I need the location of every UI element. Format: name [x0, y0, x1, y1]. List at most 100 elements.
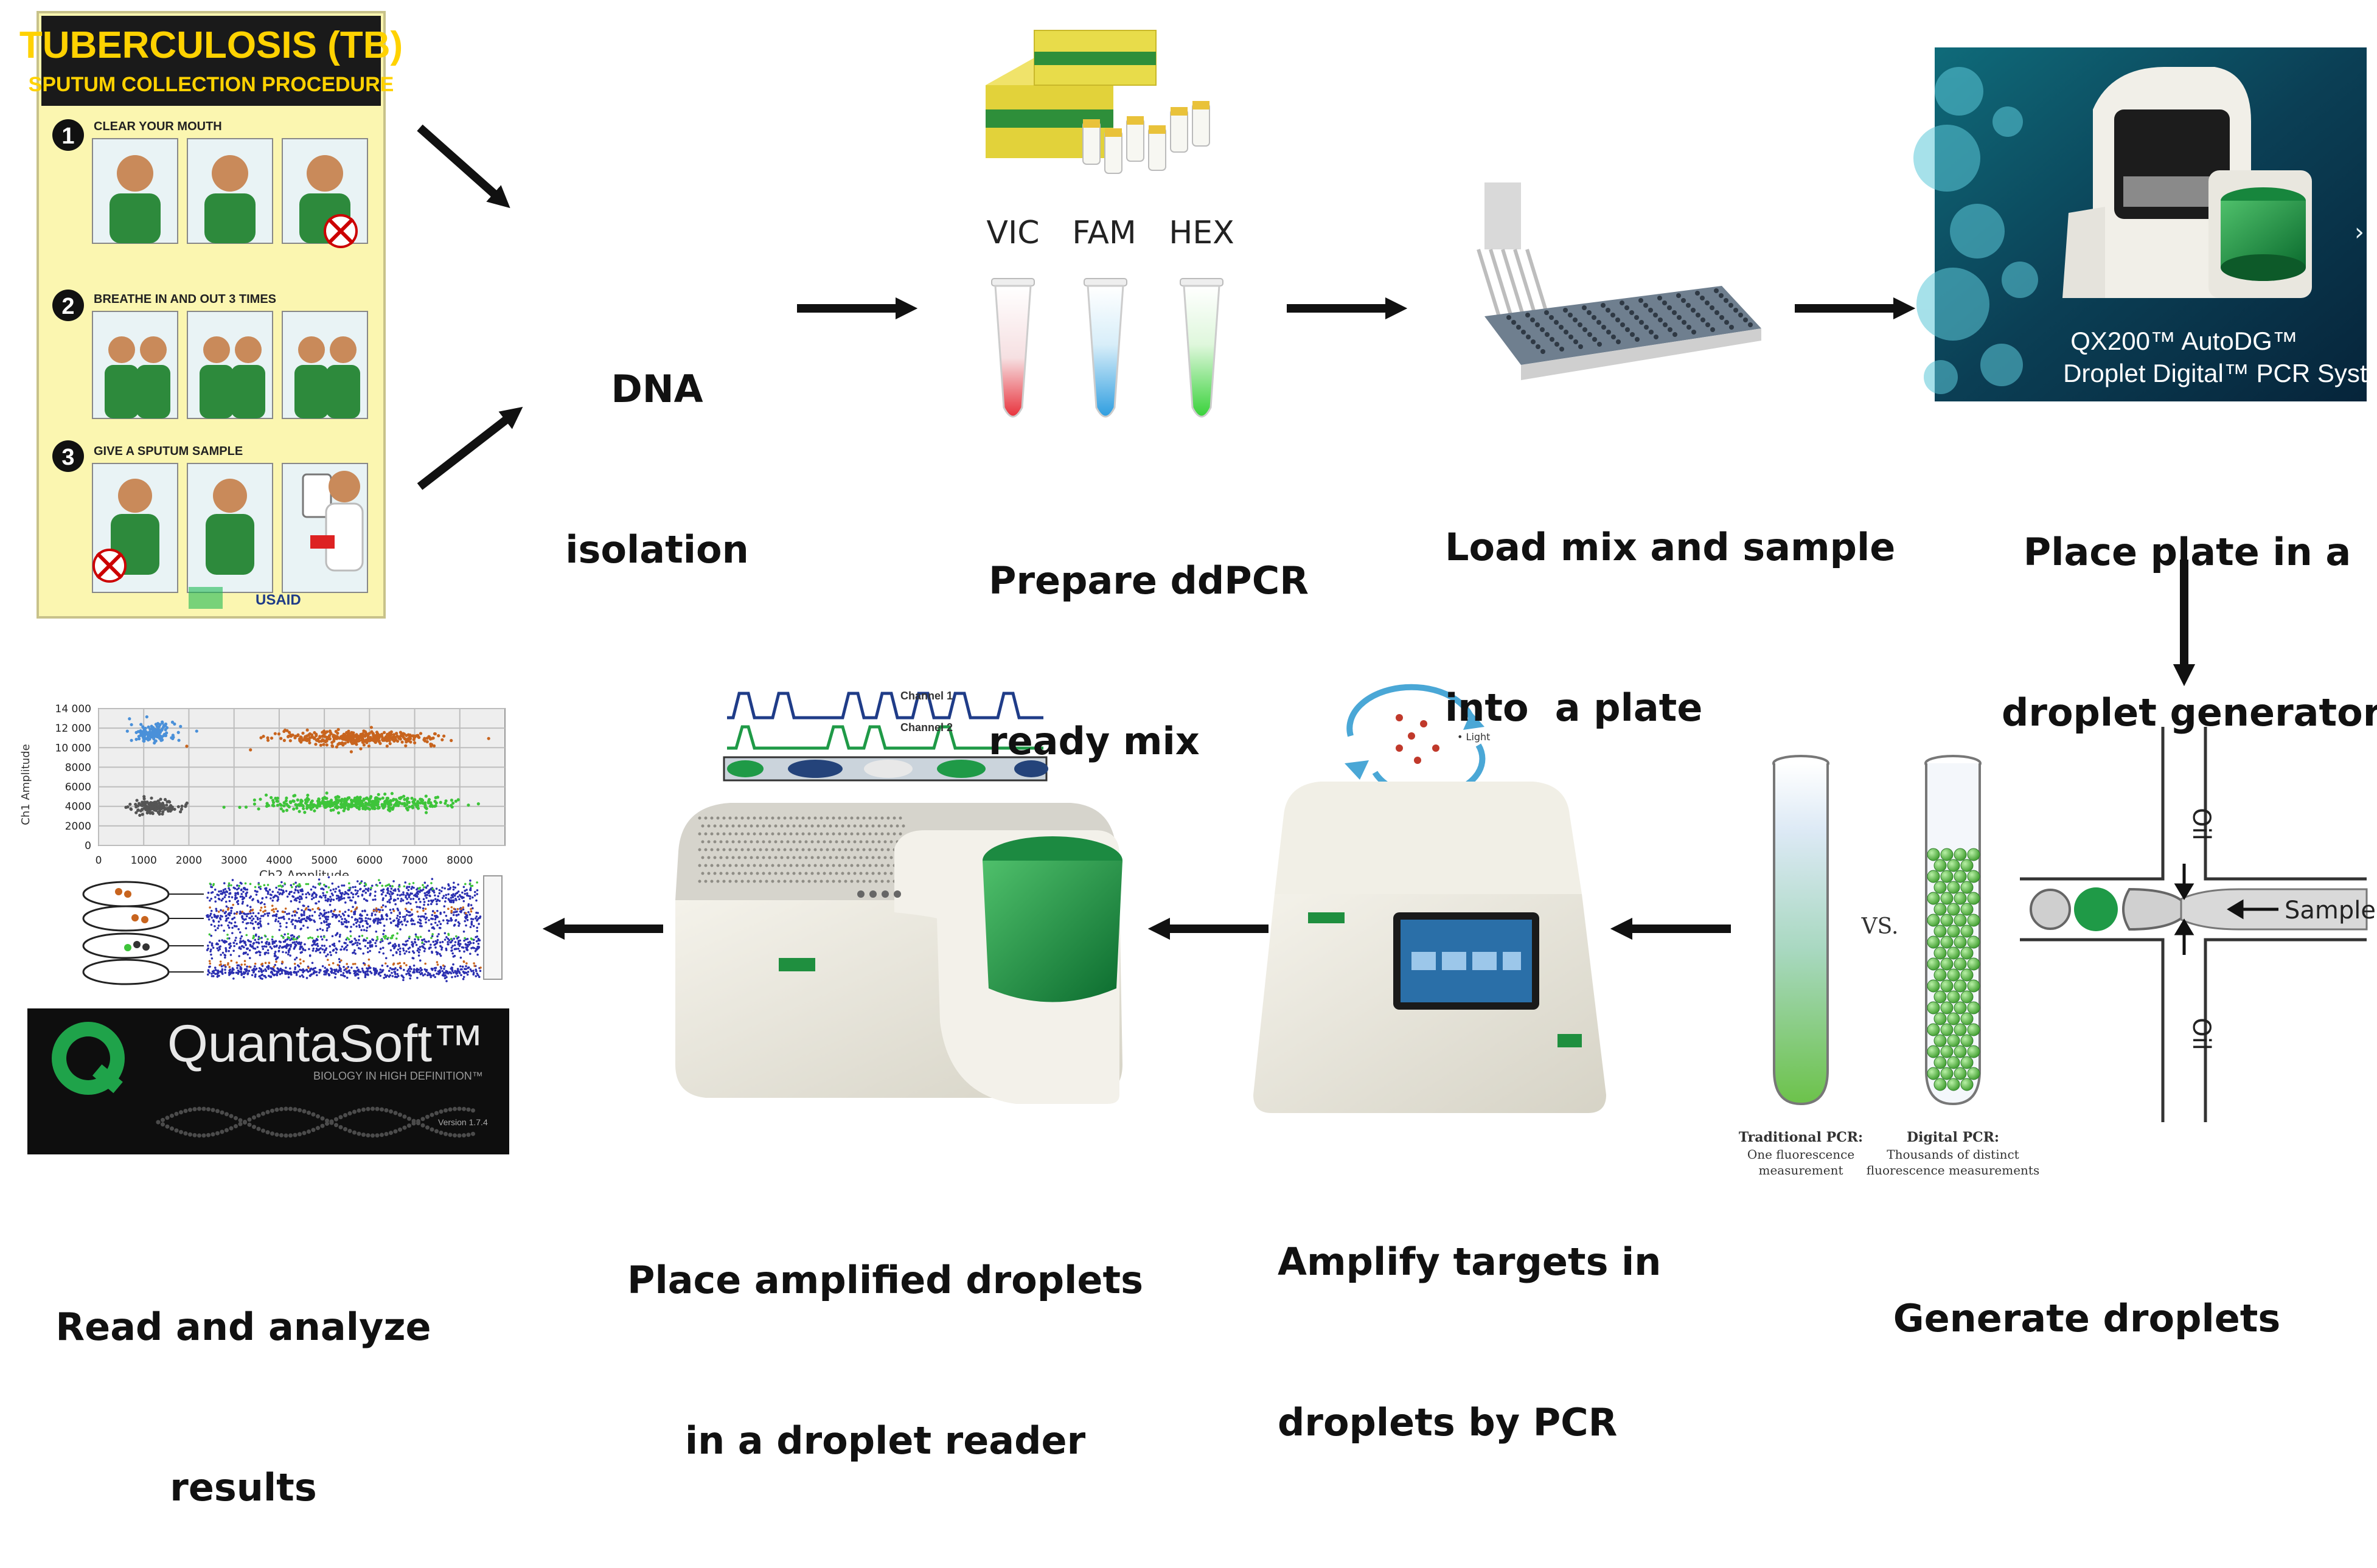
plot-point: [349, 740, 353, 744]
dna-line1: DNA: [611, 367, 703, 411]
plot-point: [296, 733, 300, 737]
plot-point: [310, 735, 314, 739]
plot-point: [383, 792, 387, 796]
plot-point: [392, 733, 396, 737]
plot-point: [152, 737, 156, 741]
tube-fam-blue-icon: [1084, 278, 1127, 418]
plot-point: [367, 732, 371, 735]
plot-point: [266, 803, 270, 807]
plot-point: [271, 799, 275, 802]
plot-point: [419, 732, 423, 735]
plot-point: [134, 811, 138, 814]
plot-point: [276, 803, 280, 807]
plot-point: [298, 810, 301, 813]
plot-point: [450, 738, 453, 743]
plot-point: [446, 804, 450, 808]
plot-point: [395, 739, 400, 743]
plot-point: [264, 793, 268, 797]
plot-point: [168, 805, 172, 809]
plot-point: [142, 739, 146, 743]
quantasoft-name: QuantaSoft™: [167, 1015, 484, 1073]
plot-point: [423, 801, 427, 805]
droplet-reader-device: Channel 1 Channel 2: [675, 682, 1122, 1104]
plot-point: [429, 742, 433, 746]
plot-point: [404, 744, 408, 748]
plot-point: [343, 741, 347, 745]
results-amplitude-tracks: [27, 875, 511, 985]
plot-point: [336, 795, 339, 799]
dye-tubes: [991, 278, 1223, 418]
reader-channel-traces: Channel 1 Channel 2: [721, 682, 1048, 786]
plot-point: [317, 797, 321, 802]
plot-point: [158, 809, 162, 813]
load-line1: Load mix and sample: [1445, 525, 1896, 569]
plot-x-tick-label: 8000: [447, 855, 473, 867]
poster-step1-panels: [92, 138, 368, 248]
plot-point: [403, 797, 406, 802]
plot-point: [487, 737, 490, 740]
plot-point: [295, 807, 299, 810]
plot-point: [136, 730, 140, 734]
plot-point: [151, 811, 155, 816]
plot-point: [252, 802, 257, 806]
plot-point: [403, 804, 407, 808]
device-name-line1: QX200™ AutoDG™: [2070, 327, 2298, 355]
plot-point: [419, 801, 422, 805]
plot-point: [301, 731, 305, 735]
plot-point: [405, 807, 409, 810]
plot-point: [386, 736, 390, 740]
plot-point: [369, 795, 373, 799]
plot-point: [423, 739, 427, 743]
plot-point: [296, 798, 299, 802]
pipette-and-plate: [1477, 182, 1761, 380]
plot-point: [410, 796, 414, 800]
plot-point: [159, 735, 162, 738]
plot-point: [384, 801, 388, 805]
plot-point: [179, 724, 183, 728]
plot-point: [333, 734, 336, 738]
plot-point: [161, 810, 165, 814]
plot-point: [138, 813, 142, 817]
plot-point: [341, 737, 344, 741]
plot-point: [310, 733, 314, 737]
plot-point: [139, 809, 142, 813]
plot-point: [279, 803, 283, 807]
plot-point: [357, 807, 361, 811]
plot-point: [142, 733, 146, 737]
plot-point: [390, 737, 394, 740]
plot-point: [427, 797, 431, 802]
plot-point: [334, 730, 338, 734]
plot-point: [298, 737, 302, 741]
plot-point: [141, 725, 145, 729]
plot-point: [165, 803, 169, 807]
plot-point: [305, 807, 309, 810]
plot-x-tick-label: 2000: [176, 855, 202, 867]
poster-step2-panels: [92, 311, 368, 419]
plot-point: [142, 803, 146, 807]
load-line2: into a plate: [1445, 685, 1703, 730]
plot-point: [329, 800, 332, 804]
plot-point: [322, 730, 326, 734]
plot-point: [433, 732, 437, 736]
read-line2: results: [170, 1465, 317, 1510]
plot-point: [148, 727, 152, 731]
plot-point: [163, 807, 167, 810]
plot-point: [357, 739, 360, 743]
plot-point: [294, 734, 298, 738]
plot-point: [176, 730, 180, 734]
plot-point: [303, 811, 307, 814]
label-dna-isolation: DNA isolation: [560, 255, 754, 630]
svg-text:›: ›: [2354, 218, 2364, 246]
plot-point: [372, 738, 377, 742]
plot-point: [405, 797, 409, 802]
plot-point: [147, 732, 151, 735]
plot-point: [160, 738, 164, 742]
plot-point: [336, 727, 340, 732]
traditional-vs-digital-tubes: VS. Traditional PCR: One fluorescence me…: [1739, 755, 2039, 1178]
plot-point: [252, 798, 256, 802]
plot-point: [398, 797, 402, 800]
plot-point: [304, 799, 308, 803]
plot-ylabel: Ch1 Amplitude: [19, 744, 32, 825]
plot-point: [275, 799, 279, 803]
plot-point: [317, 801, 321, 805]
